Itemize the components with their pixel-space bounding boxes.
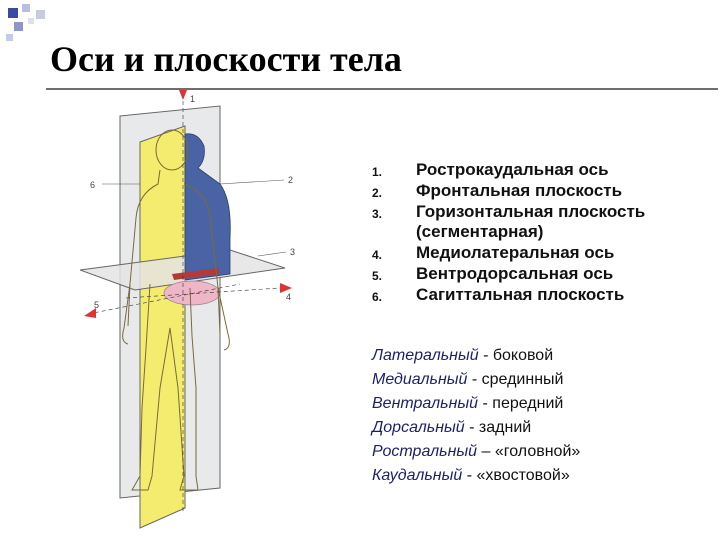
list-item-text: Фронтальная плоскость — [416, 181, 623, 200]
term-line: Латеральный - боковой — [372, 344, 712, 368]
list-item: 2. Фронтальная плоскость — [372, 181, 712, 201]
term-line: Вентральный - передний — [372, 392, 712, 416]
list-item-number: 5. — [372, 269, 383, 283]
ventrodorsal-axis — [87, 283, 241, 315]
figure-label-6: 6 — [90, 180, 95, 190]
terms-glossary: Латеральный - боковой Медиальный - среди… — [372, 344, 712, 488]
term-word: Ростральный — [372, 443, 478, 460]
arrow-4 — [280, 283, 292, 293]
term-word: Дорсальный — [372, 419, 465, 436]
list-item-text: Медиолатеральная ось — [416, 243, 615, 262]
mediolateral-axis — [125, 287, 281, 299]
term-definition: - срединный — [467, 371, 564, 388]
term-word: Каудальный — [372, 467, 463, 484]
pelvis-section — [163, 280, 221, 306]
head-outline — [155, 129, 189, 171]
list-item-number: 3. — [372, 207, 383, 221]
list-item: 1. Рострокаудальная ось — [372, 160, 712, 180]
page-title: Оси и плоскости тела — [50, 39, 402, 79]
list-item-number: 4. — [372, 248, 383, 262]
term-word: Латеральный — [372, 347, 479, 364]
list-item: 6. Сагиттальная плоскость — [372, 285, 712, 305]
term-word: Вентральный — [372, 395, 479, 412]
body-outline — [127, 169, 221, 491]
term-definition: - передний — [478, 395, 564, 412]
list-item-number: 2. — [372, 186, 383, 200]
figure-label-1: 1 — [190, 94, 195, 104]
term-definition: – «головной» — [477, 443, 581, 460]
list-item: 4. Медиолатеральная ось — [372, 243, 712, 263]
term-definition: - «хвостовой» — [462, 467, 570, 484]
arms-outline — [122, 283, 230, 351]
term-line: Дорсальный - задний — [372, 416, 712, 440]
list-item: 3. Горизонтальная плоскость (сегментарная… — [372, 202, 712, 242]
arrow-5 — [84, 308, 96, 318]
term-definition: - боковой — [478, 347, 554, 364]
term-line: Медиальный - срединный — [372, 368, 712, 392]
waist-cut — [172, 268, 220, 280]
horizontal-plane — [80, 249, 286, 291]
term-definition: - задний — [464, 419, 532, 436]
list-item-text: Горизонтальная плоскость (сегментарная) — [416, 202, 646, 241]
figure-label-3: 3 — [290, 247, 295, 257]
term-word: Медиальный — [372, 371, 468, 388]
decor-square-5 — [28, 18, 34, 24]
decor-square-6 — [6, 34, 13, 41]
arrow-1 — [179, 90, 187, 100]
body-planes-figure: 1 2 3 4 5 6 — [80, 90, 295, 529]
term-line: Каудальный - «хвостовой» — [372, 464, 712, 488]
list-item-text: Рострокаудальная ось — [416, 160, 609, 179]
decor-square-1 — [8, 8, 18, 18]
list-item-number: 1. — [372, 165, 383, 179]
decor-square-3 — [36, 10, 45, 19]
list-item: 5. Вентродорсальная ось — [372, 264, 712, 284]
decor-square-2 — [22, 4, 30, 12]
list-item-number: 6. — [372, 290, 383, 304]
title-divider — [46, 88, 718, 90]
list-item-text: Сагиттальная плоскость — [416, 285, 625, 304]
figure-label-2: 2 — [288, 175, 293, 185]
sagittal-plane — [139, 125, 186, 529]
decor-square-4 — [14, 22, 23, 31]
axes-planes-list: 1. Рострокаудальная ось 2. Фронтальная пло… — [372, 160, 712, 306]
figure-label-4: 4 — [286, 292, 291, 302]
term-line: Ростральный – «головной» — [372, 440, 712, 464]
figure-label-5: 5 — [94, 300, 99, 310]
list-item-text: Вентродорсальная ось — [416, 264, 614, 283]
